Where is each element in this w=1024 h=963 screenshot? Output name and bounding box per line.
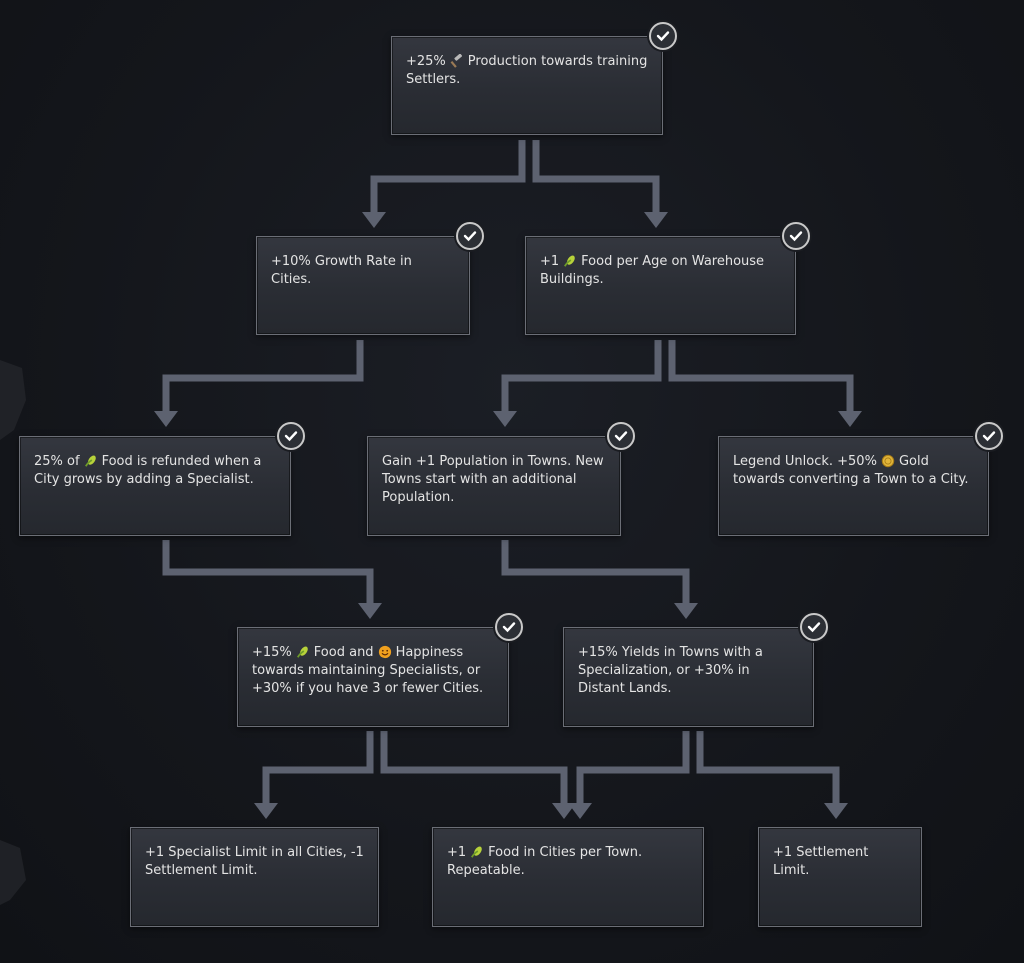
unlocked-check-icon — [277, 422, 305, 450]
decorative-silhouette — [0, 360, 26, 440]
node-text-post: Gold towards converting a Town to a City… — [733, 454, 969, 487]
node-text-post: Food per Age on Warehouse Buildings. — [540, 254, 765, 287]
arrowhead — [254, 803, 278, 819]
node-text-mid: Food and — [313, 645, 374, 660]
connector-root-warehouse — [532, 140, 660, 215]
node-text: +1 Specialist Limit in all Cities, -1 Se… — [145, 845, 364, 878]
unlocked-check-icon — [607, 422, 635, 450]
unlocked-check-icon — [456, 222, 484, 250]
arrowhead — [358, 603, 382, 619]
node-text-post: Food is refunded when a City grows by ad… — [34, 454, 262, 487]
connector-growth-refund — [162, 340, 364, 414]
arrowhead — [493, 411, 517, 427]
food-icon — [564, 255, 575, 267]
node-text: Gain +1 Population in Towns. New Towns s… — [382, 454, 604, 505]
node-text-post: Happiness towards maintaining Specialist… — [252, 645, 484, 696]
node-text-pre: +25% — [406, 54, 446, 69]
arrowhead — [568, 803, 592, 819]
node-legend-gold[interactable]: Legend Unlock. +50%Gold towards converti… — [718, 422, 1003, 536]
arrowhead — [362, 212, 386, 228]
food-icon — [471, 846, 482, 858]
unlocked-check-icon — [800, 613, 828, 641]
connector-yields-settlelimit — [696, 731, 840, 806]
gold-coin-icon — [881, 454, 895, 468]
node-specialist-limit[interactable]: +1 Specialist Limit in all Cities, -1 Se… — [130, 827, 379, 927]
arrowhead — [154, 411, 178, 427]
food-icon — [84, 455, 96, 467]
connector-specialists-speclimit — [262, 731, 374, 806]
unlocked-check-icon — [975, 422, 1003, 450]
node-settler-production[interactable]: +25%Production towards training Settlers… — [391, 22, 677, 135]
node-text: +10% Growth Rate in Cities. — [271, 254, 412, 287]
node-settlement-limit[interactable]: +1 Settlement Limit. — [758, 827, 922, 927]
connector-refund-specialists — [162, 540, 374, 606]
node-town-yields[interactable]: +15% Yields in Towns with a Specializati… — [563, 613, 828, 727]
arrowhead — [674, 603, 698, 619]
arrowhead — [552, 803, 576, 819]
food-icon — [296, 646, 308, 658]
connector-townpop-yields — [501, 540, 690, 606]
node-text: +15% Yields in Towns with a Specializati… — [578, 645, 763, 696]
node-text-pre: 25% of — [34, 454, 80, 469]
production-hammer-icon — [450, 54, 462, 68]
node-growth-rate[interactable]: +10% Growth Rate in Cities. — [256, 222, 484, 335]
node-text-post: Food in Cities per Town. Repeatable. — [447, 845, 643, 878]
unlocked-check-icon — [495, 613, 523, 641]
node-text-pre: +1 — [447, 845, 467, 860]
node-text-post: Production towards training Settlers. — [406, 54, 648, 87]
arrowhead — [644, 212, 668, 228]
node-text-pre: +1 — [540, 254, 560, 269]
node-text-pre: +15% — [252, 645, 292, 660]
connector-warehouse-townpop — [501, 340, 662, 414]
node-text-pre: Legend Unlock. +50% — [733, 454, 877, 469]
connector-yields-foodtown — [576, 731, 690, 806]
connector-specialists-foodtown — [380, 731, 568, 806]
decorative-silhouette — [0, 840, 26, 905]
node-town-population[interactable]: Gain +1 Population in Towns. New Towns s… — [367, 422, 635, 536]
arrowhead — [824, 803, 848, 819]
unlocked-check-icon — [782, 222, 810, 250]
arrowhead — [838, 411, 862, 427]
connector-root-growth — [370, 140, 526, 215]
unlocked-check-icon — [649, 22, 677, 50]
connector-warehouse-legend — [668, 340, 854, 414]
happiness-icon — [378, 645, 391, 659]
node-text: +1 Settlement Limit. — [773, 845, 869, 878]
